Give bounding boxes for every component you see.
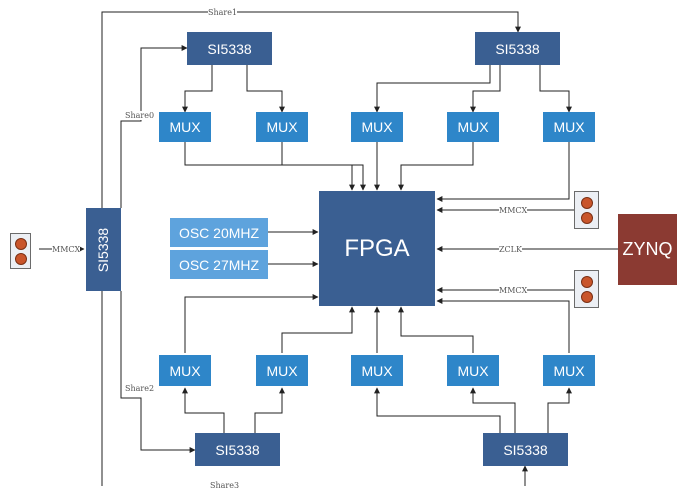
tl-si-mux2-line	[246, 65, 285, 113]
mux-bottom-2: MUX	[256, 355, 308, 386]
mux-top-3: MUX	[351, 112, 403, 142]
osc-20mhz: OSC 20MHZ	[170, 218, 268, 247]
mux4-fpga-line	[398, 142, 474, 191]
share1-line	[101, 11, 521, 208]
zynq-block: ZYNQ	[618, 214, 677, 285]
mux7-fpga-line	[281, 306, 355, 353]
mux-bottom-4: MUX	[447, 355, 499, 386]
mmcx-connector-left	[10, 233, 31, 269]
mux-top-1: MUX	[159, 112, 211, 142]
tl-si-mux1-line	[182, 65, 213, 113]
mmcx-connector-right-bottom	[574, 270, 599, 308]
si5338-left: SI5338	[86, 208, 121, 291]
mux-bottom-2-label: MUX	[266, 362, 298, 379]
mmcx-connector-right-top	[574, 191, 599, 229]
mux-bottom-1-label: MUX	[169, 362, 201, 379]
br-si-mux8-line	[374, 387, 501, 433]
mux-bottom-4-label: MUX	[457, 362, 489, 379]
si5338-bottom-right-label: SI5338	[503, 441, 548, 458]
mux-bottom-3: MUX	[351, 355, 403, 386]
mux1-fpga-line	[184, 142, 355, 191]
tr-si-mux5-line	[539, 65, 572, 113]
mux-bottom-5: MUX	[543, 355, 595, 386]
share0-line	[120, 45, 188, 208]
mux10-fpga-line	[436, 298, 570, 353]
mux9-fpga-line	[398, 306, 474, 353]
connector-pin-icon	[581, 197, 593, 209]
zynq-label: ZYNQ	[622, 239, 673, 259]
connector-pin-icon	[581, 212, 593, 224]
mux-top-2: MUX	[256, 112, 308, 142]
mux-bottom-3-label: MUX	[361, 362, 393, 379]
mux6-fpga-line	[184, 294, 319, 353]
si5338-bottom-right: SI5338	[483, 433, 568, 466]
right-mmcx-top-label: MMCX	[499, 206, 528, 215]
si5338-top-left-label: SI5338	[207, 40, 252, 57]
bl-si-mux6-line	[182, 387, 225, 433]
si5338-top-right-label: SI5338	[495, 40, 540, 57]
si5338-top-left: SI5338	[187, 32, 272, 65]
mux-top-3-label: MUX	[361, 119, 393, 135]
connector-pin-icon	[581, 276, 593, 288]
si5338-bottom-left: SI5338	[195, 433, 280, 466]
mux-top-4: MUX	[447, 112, 499, 142]
mux-bottom-5-label: MUX	[553, 362, 585, 379]
tr-si-mux3-line	[374, 65, 491, 113]
mux2-fpga-line	[281, 142, 366, 191]
right-mmcx-bottom-label: MMCX	[499, 286, 528, 295]
br-si-mux10-line	[547, 387, 572, 433]
connector-pin-icon	[15, 238, 27, 250]
si5338-bottom-left-label: SI5338	[215, 441, 260, 458]
tr-si-mux4-line	[470, 65, 501, 113]
connector-pin-icon	[15, 253, 27, 265]
osc-27mhz: OSC 27MHZ	[170, 250, 268, 279]
mux5-fpga-line	[436, 142, 570, 202]
share1-label: Share1	[208, 8, 238, 17]
mux-top-5-label: MUX	[553, 119, 585, 135]
br-si-mux9-line	[470, 387, 516, 433]
si5338-left-label: SI5338	[95, 227, 112, 272]
connector-pin-icon	[581, 291, 593, 303]
bl-si-mux7-line	[254, 387, 285, 433]
left-mmcx-label: MMCX	[52, 245, 81, 254]
mux-top-5: MUX	[543, 112, 595, 142]
share0-label: Share0	[125, 111, 155, 120]
osc-20mhz-label: OSC 20MHZ	[178, 224, 260, 241]
mux-top-1-label: MUX	[169, 119, 201, 135]
osc-27mhz-label: OSC 27MHZ	[178, 256, 260, 273]
fpga-block: FPGA	[319, 191, 435, 306]
share2-label: Share2	[125, 384, 155, 393]
zclk-label: ZCLK	[499, 245, 522, 254]
mux-bottom-1: MUX	[159, 355, 211, 386]
mux-top-2-label: MUX	[266, 119, 298, 135]
fpga-label: FPGA	[344, 234, 410, 262]
share2-line	[120, 291, 196, 453]
si5338-top-right: SI5338	[475, 32, 560, 65]
mux-top-4-label: MUX	[457, 119, 489, 135]
